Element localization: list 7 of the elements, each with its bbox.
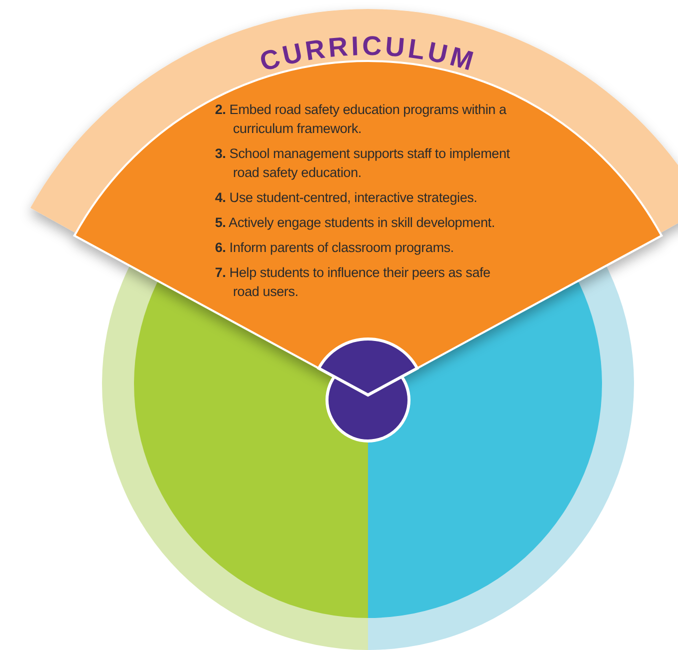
list-item: 4. Use student-centred, interactive strategies. (215, 189, 478, 207)
list-item: 3. School management supports staff to implement road safety education. (215, 145, 511, 182)
list-item: 2. Embed road safety education programs within a curriculum framework. (215, 101, 508, 138)
heading: CURRICULUM (256, 30, 480, 78)
list-item: 7. Help students to influence their peers as safe road users. (215, 264, 492, 301)
list-item: 6. Inform parents of classroom programs. (215, 239, 455, 257)
list-item: 5. Actively engage students in skill development. (215, 214, 496, 232)
